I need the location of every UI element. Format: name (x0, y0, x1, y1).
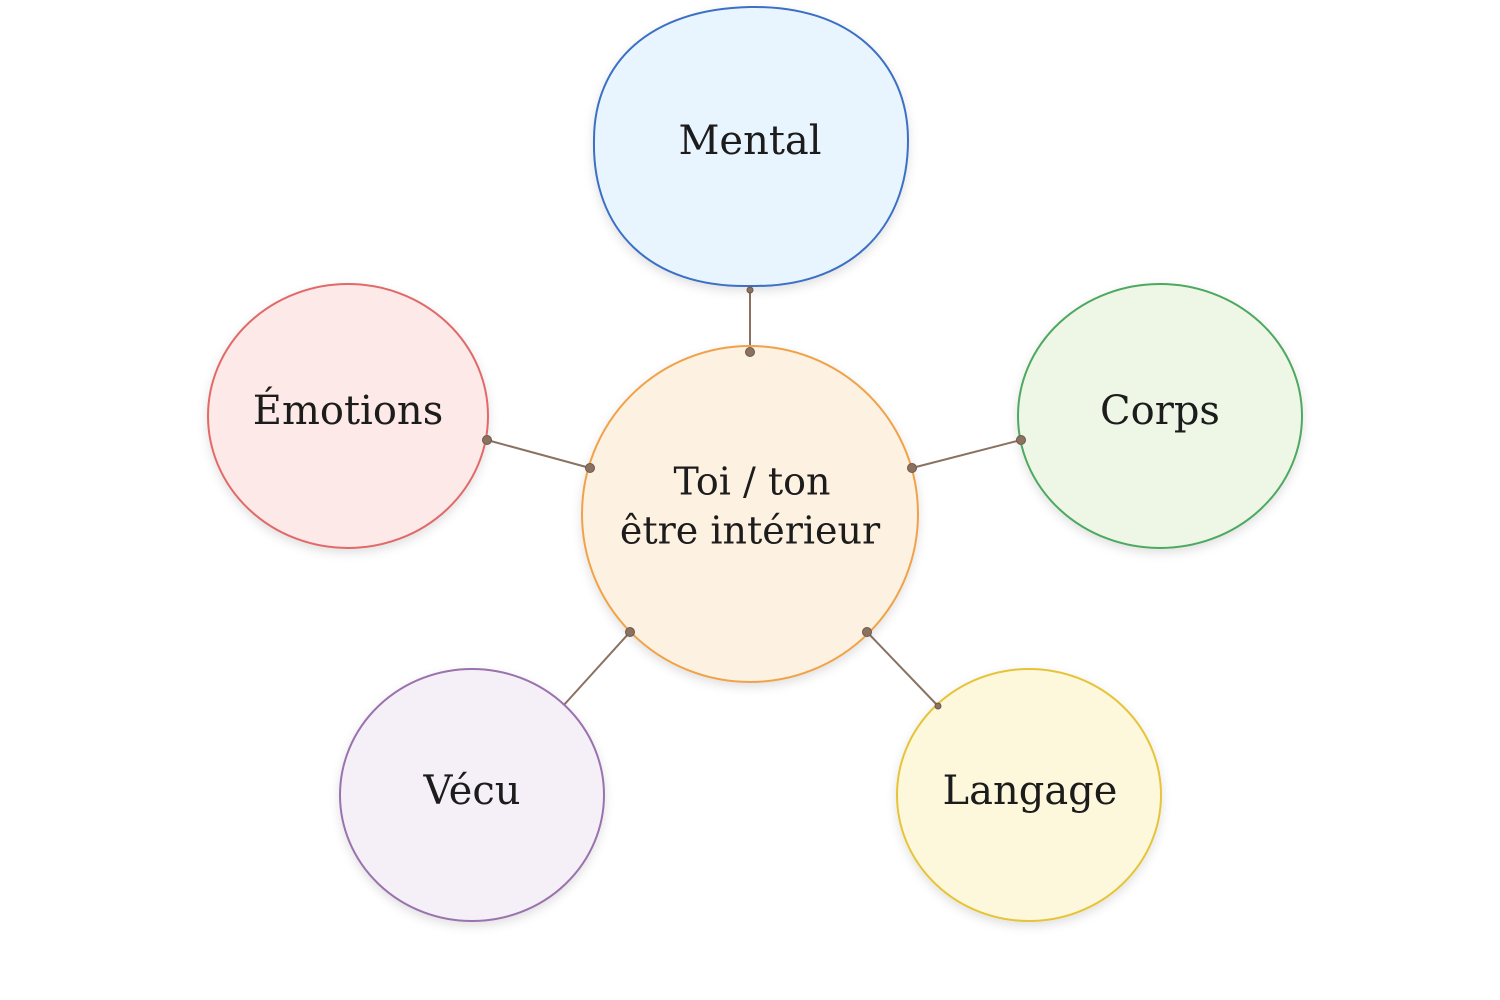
node-langage[interactable]: Langage (896, 668, 1162, 922)
connector-emotions (486, 439, 591, 469)
node-emotions[interactable]: Émotions (207, 283, 489, 549)
node-vecu[interactable]: Vécu (339, 668, 605, 922)
connectors (486, 289, 1022, 707)
node-emotions-label: Émotions (253, 387, 443, 434)
node-center-bubble (581, 345, 919, 683)
connector-corps (911, 439, 1022, 469)
connector-vecu (562, 631, 631, 707)
joint-mental-outer (746, 286, 754, 294)
joint-langage-inner (862, 627, 872, 637)
node-mental-bubble (592, 5, 910, 288)
joint-mental-inner (745, 347, 755, 357)
node-mental[interactable]: Mental (592, 5, 910, 288)
node-langage-bubble (896, 668, 1162, 922)
node-center-label-line1: Toi / ton (673, 460, 830, 504)
connector-langage (866, 631, 939, 707)
node-center[interactable]: Toi / ton être intérieur (581, 345, 919, 683)
joint-corps-outer (1016, 435, 1026, 445)
joint-langage-outer (934, 702, 942, 710)
node-corps-label: Corps (1100, 388, 1220, 434)
node-vecu-bubble (339, 668, 605, 922)
node-vecu-label: Vécu (422, 768, 520, 814)
joint-corps-inner (907, 463, 917, 473)
joint-emotions-inner (585, 463, 595, 473)
node-corps[interactable]: Corps (1017, 283, 1303, 549)
joint-emotions-outer (482, 435, 492, 445)
connector-joints (482, 286, 1026, 710)
node-langage-label: Langage (943, 768, 1118, 814)
node-mental-label: Mental (678, 118, 821, 164)
node-center-label-line2: être intérieur (620, 509, 881, 553)
node-corps-bubble (1017, 283, 1303, 549)
node-emotions-bubble (207, 283, 489, 549)
joint-vecu-inner (625, 627, 635, 637)
